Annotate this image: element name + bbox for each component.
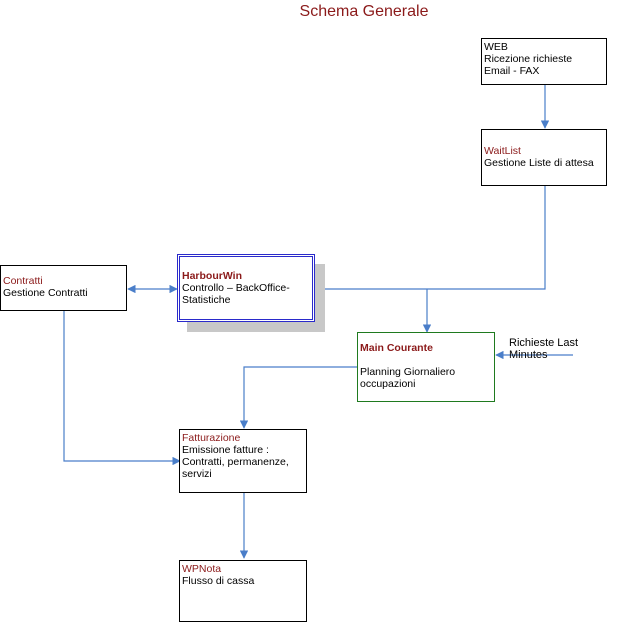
node-title: Main Courante xyxy=(360,342,433,354)
diagram-title: Schema Generale xyxy=(299,3,429,20)
node-title: WEB xyxy=(484,41,508,53)
connector-main-fatturazione xyxy=(239,366,358,429)
node-title: Contratti xyxy=(3,275,43,287)
node-line: occupazioni xyxy=(360,378,416,390)
connector-contratti-fatturazione xyxy=(63,311,181,466)
node-line xyxy=(360,354,492,366)
node-title: WPNota xyxy=(182,563,222,575)
node-line: Emissione fatture : xyxy=(182,444,269,456)
node-contratti[interactable]: Contratti Gestione Contratti xyxy=(0,265,127,311)
node-waitlist[interactable]: WaitList Gestione Liste di attesa xyxy=(481,129,607,186)
node-line: Controllo – BackOffice- xyxy=(182,282,290,294)
node-line: Flusso di cassa xyxy=(182,575,255,587)
node-line: Contratti, permanenze, xyxy=(182,456,289,468)
node-line: Planning Giornaliero xyxy=(360,366,456,378)
node-line: Gestione Contratti xyxy=(3,287,88,299)
node-line: servizi xyxy=(182,468,212,480)
node-title: HarbourWin xyxy=(182,270,242,282)
node-fatturazione[interactable]: Fatturazione Emissione fatture : Contrat… xyxy=(179,429,307,493)
node-wpnota[interactable]: WPNota Flusso di cassa xyxy=(179,560,307,622)
node-harbourwin[interactable]: HarbourWin Controllo – BackOffice- Stati… xyxy=(177,254,315,322)
node-main-courante[interactable]: Main Courante Planning Giornaliero occup… xyxy=(357,332,495,402)
node-line: Ricezione richieste xyxy=(484,53,573,65)
node-line: Email - FAX xyxy=(484,65,540,77)
node-line: Gestione Liste di attesa xyxy=(484,157,594,169)
node-web[interactable]: WEB Ricezione richieste Email - FAX xyxy=(481,38,607,85)
node-title: WaitList xyxy=(484,145,521,157)
label-richieste-last-minutes: Richieste Last Minutes xyxy=(509,337,579,361)
connector-waitlist-harbourwin xyxy=(314,186,546,294)
node-line: Statistiche xyxy=(182,294,231,306)
node-title: Fatturazione xyxy=(182,432,241,444)
